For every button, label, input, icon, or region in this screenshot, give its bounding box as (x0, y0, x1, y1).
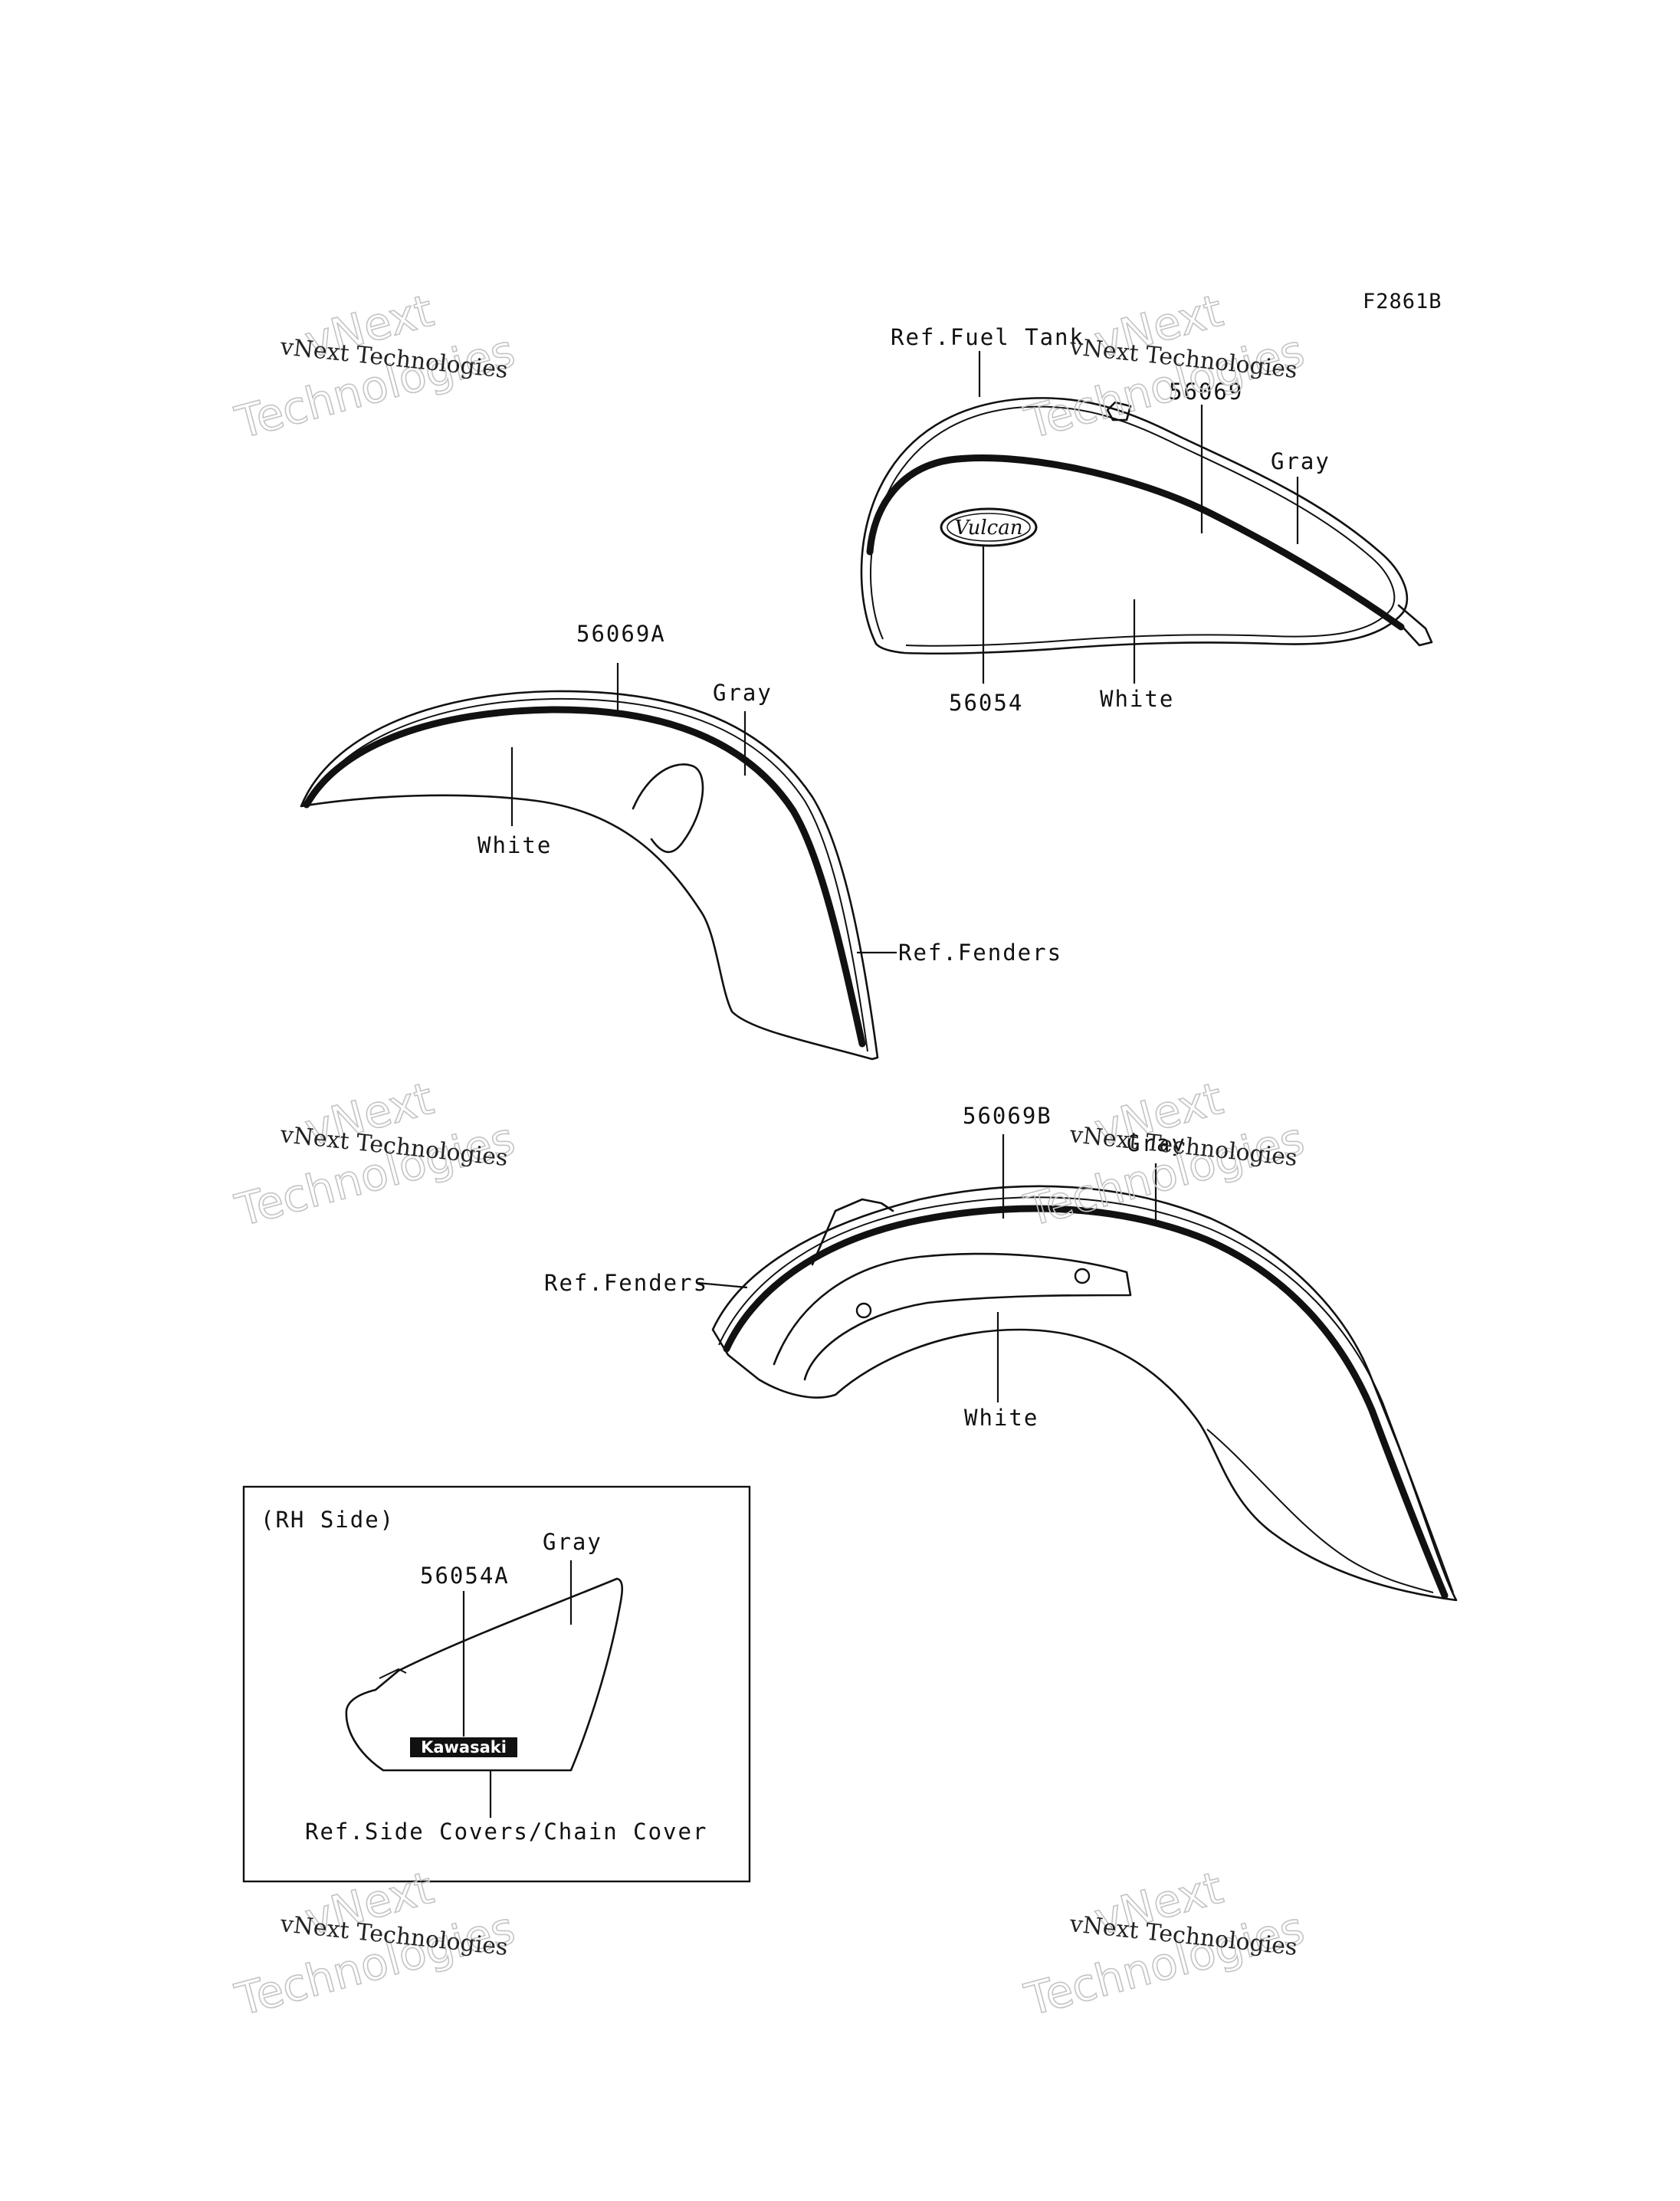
label-front-ref-fenders: Ref.Fenders (898, 940, 1062, 966)
rear-fender-bolt-hole (855, 1302, 872, 1319)
side-cover-outline (345, 1577, 624, 1772)
rear-fender-outline (711, 1185, 1458, 1602)
label-56054a: 56054A (420, 1563, 510, 1589)
vulcan-emblem-text: Vulcan (955, 517, 1023, 540)
front-fender-cutout (632, 763, 704, 853)
label-side-ref: Ref.Side Covers/Chain Cover (305, 1819, 707, 1845)
rear-fender-group: 56069B Gray White Ref.Fenders (544, 1103, 1458, 1602)
side-cover-inset: (RH Side) Kawasaki 56054A Gray Ref.Side … (242, 1485, 751, 1883)
inset-frame (242, 1485, 751, 1883)
label-rear-gray: Gray (1127, 1130, 1186, 1156)
rear-fender-inner-panel (773, 1252, 1132, 1381)
rear-fender-front-flap (811, 1198, 894, 1266)
vulcan-emblem: Vulcan (940, 507, 1038, 547)
watermark-top-right: vNext Technologies vNext Technologies (1019, 284, 1310, 449)
label-rear-ref-fenders: Ref.Fenders (544, 1270, 708, 1296)
rear-fender-stripe (723, 1205, 1449, 1599)
label-56069: 56069 (1169, 379, 1243, 405)
rear-fender-stripe-outline (718, 1196, 1454, 1593)
watermark-bottom-right: vNext Technologies vNext Technologies (1019, 1861, 1310, 2026)
fuel-tank-inner-edge (869, 405, 1396, 647)
leader-rear-ref-fenders (697, 1281, 748, 1289)
front-fender-inner-edge (307, 697, 868, 1052)
kawasaki-emblem-text: Kawasaki (421, 1738, 507, 1757)
watermark-mid-left: vNext Technologies vNext Technologies (229, 1071, 520, 1237)
label-56054: 56054 (949, 690, 1023, 716)
label-rear-white: White (964, 1405, 1039, 1431)
kawasaki-emblem: Kawasaki (410, 1737, 517, 1757)
label-ref-fuel-tank: Ref.Fuel Tank (891, 324, 1084, 350)
label-rh-side: (RH Side) (261, 1507, 395, 1533)
figure-code: F2861B (1363, 290, 1442, 313)
watermark-top-left: vNext Technologies vNext Technologies (229, 284, 520, 449)
front-fender-group: 56069A Gray White Ref.Fenders (300, 621, 1062, 1061)
watermark-mid-right: vNext Technologies vNext Technologies (1019, 1071, 1310, 1237)
label-front-gray: Gray (713, 680, 773, 706)
fuel-tank-group: Vulcan Ref.Fuel Tank 56069 Gray 56054 Wh… (860, 324, 1433, 716)
side-cover-tab (379, 1668, 407, 1679)
rear-fender-side-line (1206, 1429, 1434, 1593)
label-tank-gray: Gray (1271, 448, 1331, 474)
front-fender-stripe (303, 706, 866, 1048)
label-56069a: 56069A (576, 621, 666, 647)
fuel-cap-icon (1106, 401, 1132, 422)
label-front-white: White (477, 832, 552, 858)
watermark-bottom-left: vNext Technologies vNext Technologies (229, 1861, 520, 2026)
fuel-tank-outline (860, 397, 1409, 655)
fuel-tank-rear-tab (1397, 604, 1433, 647)
label-side-gray: Gray (543, 1529, 602, 1555)
label-56069b: 56069B (963, 1103, 1052, 1129)
label-tank-white: White (1100, 686, 1174, 712)
front-fender-outline (300, 690, 879, 1061)
fuel-tank-stripe (866, 454, 1405, 631)
rear-fender-bolt-hole (1074, 1268, 1091, 1284)
